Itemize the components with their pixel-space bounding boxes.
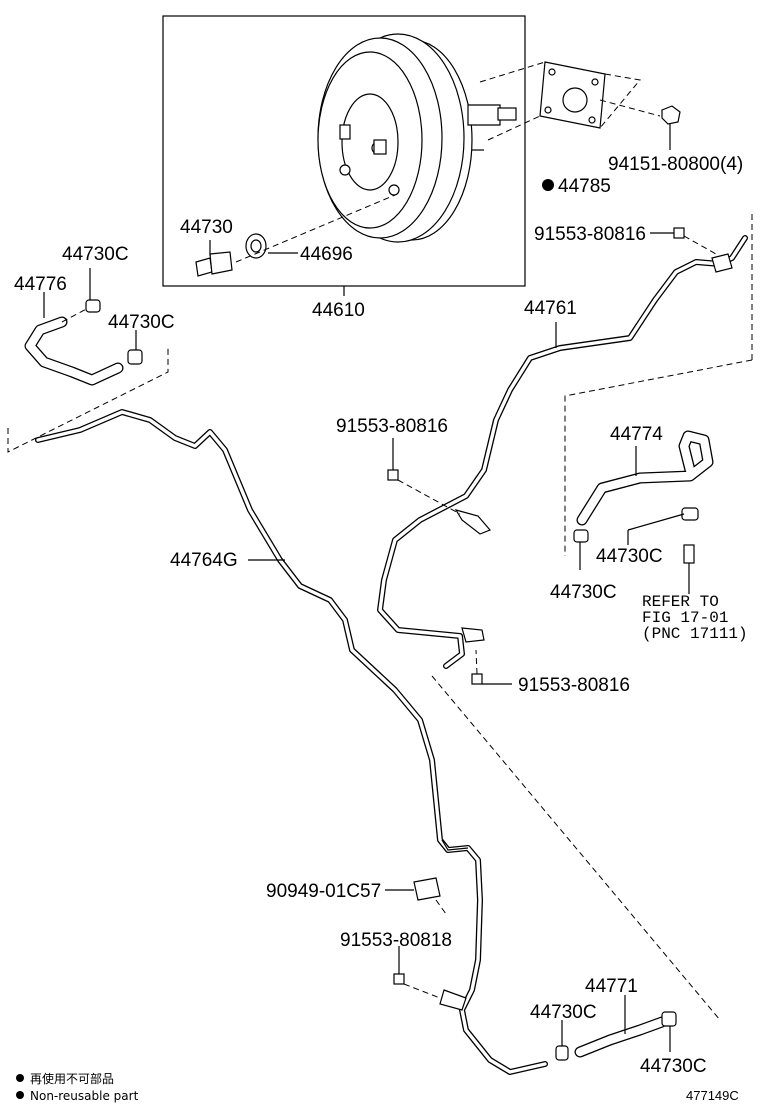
nut-icon [661, 105, 681, 125]
clamp-icon [85, 299, 143, 365]
connector-clip [413, 877, 441, 901]
bolt-icon [387, 227, 685, 985]
label-91553-80816-top: 91553-80816 [534, 224, 646, 245]
label-44730c-a: 44730C [62, 244, 129, 265]
label-44771: 44771 [585, 976, 638, 997]
label-44730c-f: 44730C [640, 1056, 707, 1077]
pipe-44764g [35, 409, 548, 1075]
label-94151-80800: 94151-80800(4) [608, 154, 743, 175]
non-reusable-marker-icon [542, 179, 554, 191]
label-44696: 44696 [300, 244, 353, 265]
gasket-plate [539, 61, 606, 129]
label-44764g: 44764G [170, 550, 238, 571]
check-valve [195, 233, 267, 277]
tube-stub [683, 544, 695, 564]
label-44730: 44730 [180, 217, 233, 238]
legend-english: Non-reusable part [30, 1089, 139, 1103]
label-91553-80818: 91553-80818 [340, 930, 452, 951]
label-44730c-d: 44730C [550, 582, 617, 603]
label-44761: 44761 [524, 298, 577, 319]
refer-line-2: FIG 17-01 [642, 609, 728, 627]
label-90949-01c57: 90949-01C57 [266, 881, 381, 902]
label-44730c-c: 44730C [596, 546, 663, 567]
legend-japanese: 再使用不可部品 [30, 1071, 114, 1086]
drawing-code: 477149C [686, 1088, 739, 1103]
label-44610: 44610 [312, 300, 365, 321]
refer-line-1: REFER TO [642, 593, 719, 611]
label-44730c-b: 44730C [108, 312, 175, 333]
label-44774: 44774 [610, 424, 663, 445]
clamp-icon [573, 507, 699, 543]
label-44776: 44776 [14, 274, 67, 295]
label-91553-80816-low: 91553-80816 [518, 675, 630, 696]
label-91553-80816-mid: 91553-80816 [336, 416, 448, 437]
label-44730c-e: 44730C [530, 1002, 597, 1023]
legend-bullet-icon [16, 1074, 24, 1082]
label-44785: 44785 [558, 176, 611, 197]
legend-bullet-icon [16, 1091, 24, 1099]
refer-line-3: (PNC 17111) [642, 625, 748, 643]
brake-booster-body [317, 33, 517, 243]
